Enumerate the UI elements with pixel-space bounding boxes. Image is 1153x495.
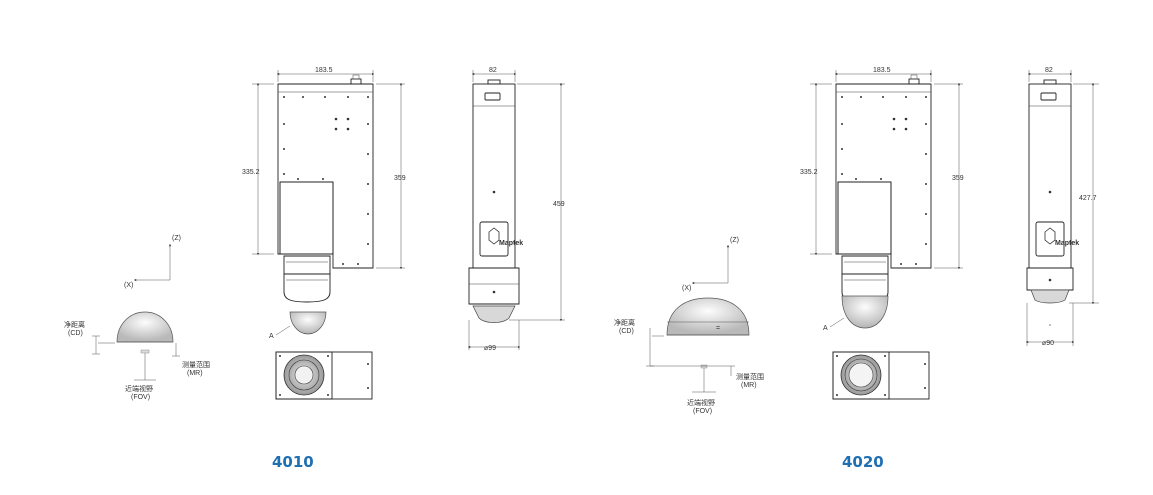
front-diameter-4020: ⌀90 — [1042, 340, 1054, 347]
side-height-total-4010: 359 — [394, 175, 406, 182]
fov-label: 近端视野 — [125, 384, 153, 393]
dome-legend-4010: 净距离 (CD) 测量范围 (MR) 近端视野 (FOV) — [64, 311, 210, 401]
cd-abbr: (CD) — [68, 330, 83, 337]
axis-z-label: (Z) — [172, 235, 181, 242]
front-view-4020: 82 Maptek 427.7 ⌀90 — [1025, 67, 1099, 347]
model-label-4010: 4010 — [272, 453, 314, 471]
side-view-4020: 183.5 335.2 359 A — [800, 67, 964, 332]
front-height-4010: 459 — [553, 201, 565, 208]
front-width-4020: 82 — [1045, 67, 1053, 74]
side-width-4010: 183.5 — [315, 67, 333, 74]
detail-a-4010: A — [269, 333, 274, 340]
bottom-view-4020 — [832, 351, 930, 400]
model-label-4020: 4020 — [842, 453, 884, 471]
detail-a-4020: A — [823, 325, 828, 332]
cd-label-4020: 净距离 — [614, 318, 635, 327]
fov-abbr: (FOV) — [131, 394, 150, 401]
model-4010-drawing: (Z) (X) 净距离 (CD) 测量范围 (MR) 近端视野 (FOV) — [64, 67, 565, 471]
dome-legend-4020: = 净距离 (CD) 测量范围 (MR) 近端视野 (FOV) — [614, 297, 764, 415]
mr-abbr: (MR) — [187, 370, 203, 377]
axis-triad-4020: (Z) (X) — [682, 237, 739, 292]
front-view-4010: 82 Maptek 459 ⌀99 — [467, 67, 565, 352]
axis-triad-4010: (Z) (X) — [124, 235, 181, 289]
fov-abbr-4020: (FOV) — [693, 408, 712, 415]
model-4020-drawing: (Z) (X) = 净距离 (CD) 测量范围 (MR) 近端视野 (FOV) — [614, 67, 1099, 471]
axis-z-label-4020: (Z) — [730, 237, 739, 244]
mr-abbr-4020: (MR) — [741, 382, 757, 389]
mr-label: 测量范围 — [182, 360, 210, 369]
axis-x-label: (X) — [124, 282, 133, 289]
side-view-4010: 183.5 335.2 359 A — [242, 67, 406, 340]
side-height-body-4010: 335.2 — [242, 169, 260, 176]
logo-4020: Maptek — [1055, 240, 1079, 247]
cd-abbr-4020: (CD) — [619, 328, 634, 335]
side-width-4020: 183.5 — [873, 67, 891, 74]
front-width-4010: 82 — [489, 67, 497, 74]
side-height-body-4020: 335.2 — [800, 169, 818, 176]
mr-label-4020: 测量范围 — [736, 372, 764, 381]
cd-label: 净距离 — [64, 320, 85, 329]
side-height-total-4020: 359 — [952, 175, 964, 182]
fov-label-4020: 近端视野 — [687, 398, 715, 407]
front-diameter-4010: ⌀99 — [484, 345, 496, 352]
front-height-4020: 427.7 — [1079, 195, 1097, 202]
axis-x-label-4020: (X) — [682, 285, 691, 292]
svg-text:=: = — [716, 325, 720, 332]
logo-4010: Maptek — [499, 240, 523, 247]
bottom-view-4010 — [275, 351, 373, 400]
